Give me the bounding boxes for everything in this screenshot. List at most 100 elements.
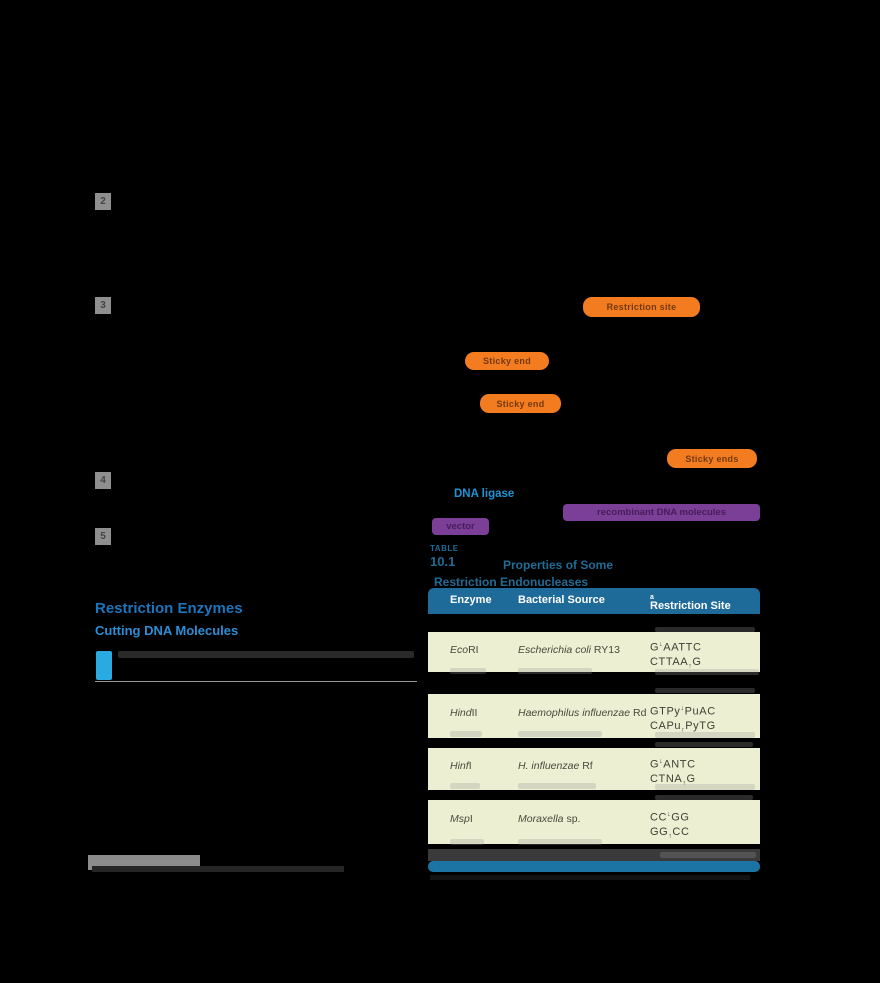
site-top-strand: G↓AATTC xyxy=(650,638,702,655)
restriction-site: G↓ANTC CTNA↑G xyxy=(650,755,696,791)
restriction-site: CC↓GG GG↑CC xyxy=(650,808,690,844)
site-top-strand: GTPy↓PuAC xyxy=(650,702,716,719)
ghost-table-row xyxy=(428,849,760,861)
enzyme-name: HindII xyxy=(450,707,477,719)
site-seq: GG xyxy=(650,825,669,838)
enzyme-roman: I xyxy=(468,760,472,772)
site-seq: GTPy xyxy=(650,705,681,718)
ghost-text-smudge xyxy=(655,627,755,632)
step-number: 4 xyxy=(100,475,106,486)
ghost-text-smudge xyxy=(655,669,759,675)
column-divider-rule xyxy=(95,681,417,682)
ghost-text-smudge xyxy=(655,732,755,738)
cut-arrow-down: ↓ xyxy=(659,758,664,765)
site-seq: G xyxy=(686,772,696,785)
site-seq: CTTAA xyxy=(650,655,689,668)
highlight-text: vector xyxy=(446,521,475,532)
site-seq: CAPu xyxy=(650,719,682,732)
bacterial-source: Moraxella sp. xyxy=(518,813,580,825)
orange-highlight-sticky-end-1: Sticky end xyxy=(465,352,549,370)
step-marker-3: 3 xyxy=(95,297,111,314)
bacterial-source: H. influenzae Rf xyxy=(518,760,593,772)
cut-arrow-up: ↑ xyxy=(668,832,673,840)
orange-highlight-sticky-ends: Sticky ends xyxy=(667,449,757,468)
enzyme-roman: RI xyxy=(468,644,479,656)
site-seq: G xyxy=(692,655,702,668)
ghost-text-smudge xyxy=(660,852,756,858)
step-marker-5: 5 xyxy=(95,528,111,545)
site-seq: ANTC xyxy=(663,758,696,771)
highlight-text: Sticky end xyxy=(482,356,532,366)
step-marker-2: 2 xyxy=(95,193,111,210)
source-roman: Rd xyxy=(630,707,647,719)
site-seq: CTNA xyxy=(650,772,683,785)
ghost-text-smudge xyxy=(450,839,484,845)
source-italic: Escherichia coli xyxy=(518,644,591,656)
ghost-text-smudge xyxy=(518,668,592,674)
site-seq: PyTG xyxy=(685,719,716,732)
restriction-site: G↓AATTC CTTAA↑G xyxy=(650,638,702,674)
bacterial-source: Haemophilus influenzae Rd xyxy=(518,707,646,719)
enzyme-italic: Msp xyxy=(450,813,470,825)
site-seq: PuAC xyxy=(684,705,716,718)
ghost-text-smudge xyxy=(518,783,596,789)
cut-arrow-up: ↑ xyxy=(681,726,686,734)
source-roman: RY13 xyxy=(590,644,620,656)
table-title-line2: Restriction Endonucleases xyxy=(434,575,589,589)
site-bottom-strand: CTNA↑G xyxy=(650,772,696,791)
site-seq: GG xyxy=(671,811,690,824)
enzyme-name: HinfI xyxy=(450,760,472,772)
ghost-text-smudge xyxy=(450,783,480,789)
table-label-word: TABLE xyxy=(430,544,459,553)
orange-highlight-sticky-end-2: Sticky end xyxy=(480,394,561,413)
column-header-source: Bacterial Source xyxy=(518,594,605,606)
cut-arrow-down: ↓ xyxy=(667,811,672,818)
footer-ghost-text xyxy=(92,866,344,872)
source-roman: Rf xyxy=(579,760,593,772)
highlight-text: Restriction site xyxy=(606,302,677,312)
source-italic: Haemophilus influenzae xyxy=(518,707,631,719)
purple-highlight-bar: recombinant DNA molecules xyxy=(563,504,760,521)
source-roman: sp. xyxy=(563,813,581,825)
enzyme-italic: Hinf xyxy=(450,760,469,772)
site-seq: CC xyxy=(672,825,690,838)
enzyme-italic: Eco xyxy=(450,644,469,656)
blue-key-term: DNA ligase xyxy=(454,488,515,500)
table-bottom-bar xyxy=(428,861,760,872)
site-bottom-strand: CTTAA↑G xyxy=(650,655,702,674)
restriction-site: GTPy↓PuAC CAPu↑PyTG xyxy=(650,702,716,738)
enzyme-name: MspI xyxy=(450,813,473,825)
table-row-mspi: MspI Moraxella sp. CC↓GG GG↑CC xyxy=(428,800,760,844)
highlight-text: Sticky ends xyxy=(685,453,739,464)
table-label-number: 10.1 xyxy=(430,554,456,569)
site-top-strand: CC↓GG xyxy=(650,808,690,825)
site-seq: CC xyxy=(650,811,668,824)
footnote-marker: a xyxy=(650,594,654,601)
section-subheading: Cutting DNA Molecules xyxy=(95,623,239,638)
site-seq: G xyxy=(650,758,660,771)
source-italic: Moraxella xyxy=(518,813,564,825)
cut-arrow-down: ↓ xyxy=(680,705,685,712)
table-row-hindii: HindII Haemophilus influenzae Rd GTPy↓Pu… xyxy=(428,694,760,738)
step-number: 5 xyxy=(100,531,106,542)
enzyme-roman: I xyxy=(469,813,473,825)
key-concept-icon xyxy=(96,651,112,680)
ghost-text-smudge xyxy=(655,688,755,693)
enzyme-name: EcoRI xyxy=(450,644,479,656)
ghost-text-smudge xyxy=(655,784,755,790)
orange-highlight-restriction-site: Restriction site xyxy=(583,297,700,317)
table-row-hinfi: HinfI H. influenzae Rf G↓ANTC CTNA↑G xyxy=(428,748,760,790)
highlight-text: Sticky end xyxy=(496,398,545,409)
column-header-enzyme: Enzyme xyxy=(450,594,492,606)
step-number: 3 xyxy=(100,300,106,311)
cut-arrow-up: ↑ xyxy=(688,662,693,670)
highlight-text: recombinant DNA molecules xyxy=(597,507,726,518)
bacterial-source: Escherichia coli RY13 xyxy=(518,644,620,656)
table-row-ecori: EcoRI Escherichia coli RY13 G↓AATTC CTTA… xyxy=(428,632,760,672)
cut-arrow-up: ↑ xyxy=(682,779,687,787)
ghost-text-smudge xyxy=(450,668,486,674)
enzyme-italic: Hind xyxy=(450,707,472,719)
site-seq: G xyxy=(650,641,660,654)
ghost-footnote-line xyxy=(430,875,750,880)
